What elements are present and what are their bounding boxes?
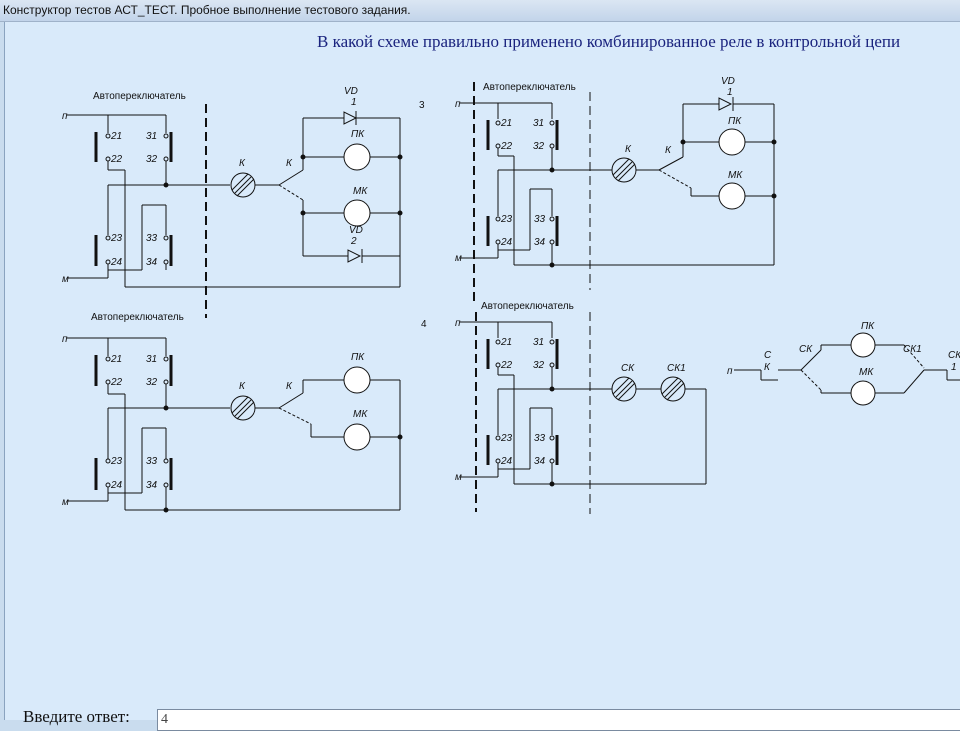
fragment-sk-label: СК xyxy=(799,344,813,355)
scheme-3: 3 Автопереключатель п м 21 22 31 32 23 2… xyxy=(419,76,777,304)
relay-sk-label: СК xyxy=(621,363,635,374)
contact-k-label-1: К xyxy=(286,158,293,169)
diode-vd2-num: 2 xyxy=(350,236,357,247)
contact-31-label-4: 31 xyxy=(533,337,544,348)
fragment-bus-p: п xyxy=(727,366,733,377)
test-content-area: В какой схеме правильно применено комбин… xyxy=(4,22,960,731)
scheme-4: 4 Автопереключатель п м 21 22 31 32 23 2… xyxy=(421,301,707,514)
answer-label: Введите ответ: xyxy=(23,707,130,726)
question-text: В какой схеме правильно применено комбин… xyxy=(317,32,901,51)
contact-23-label-2: 23 xyxy=(110,456,123,467)
fragment-mk-label: МК xyxy=(859,367,874,378)
autoswitch-label-4: Автопереключатель xyxy=(481,301,574,312)
contact-23-label: 23 xyxy=(110,233,123,244)
fragment-sk1b-label: СК xyxy=(948,350,960,361)
scheme-fragment-sk: п С К СК ПК МК СК1 СК 1 xyxy=(727,321,960,406)
contact-34-label: 34 xyxy=(146,257,158,268)
contact-32-label-4: 32 xyxy=(533,360,545,371)
contact-34-label-3: 34 xyxy=(534,237,546,248)
scheme-1: Автопереключатель п м 21 22 31 32 23 24 xyxy=(62,86,403,318)
relay-k-label-3: К xyxy=(625,144,632,155)
diode-vd1-label-3: VD xyxy=(721,76,735,87)
scheme-number-3: 3 xyxy=(419,100,425,111)
contact-21-label-3: 21 xyxy=(500,118,512,129)
contact-22-label-2: 22 xyxy=(110,377,123,388)
contact-33-label: 33 xyxy=(146,233,158,244)
contact-24-label-3: 24 xyxy=(500,237,513,248)
contact-21-label: 21 xyxy=(110,131,122,142)
title-bar: Конструктор тестов АСТ_ТЕСТ. Пробное вып… xyxy=(0,0,960,22)
contact-k-label-3: К xyxy=(665,145,672,156)
relay-k-label-1: К xyxy=(239,158,246,169)
contact-22-label: 22 xyxy=(110,154,123,165)
contact-22-label-3: 22 xyxy=(500,141,513,152)
coil-pk-label-2: ПК xyxy=(351,352,365,363)
contact-24-label: 24 xyxy=(110,257,123,268)
bus-m-label-1: м xyxy=(62,274,69,285)
diode-vd1-label: VD xyxy=(344,86,358,97)
contact-22-label-4: 22 xyxy=(500,360,513,371)
diode-vd2-label: VD xyxy=(349,225,363,236)
bus-p-label-2: п xyxy=(62,334,68,345)
relay-sk1-label: СК1 xyxy=(667,363,686,374)
contact-33-label-2: 33 xyxy=(146,456,158,467)
contact-23-label-4: 23 xyxy=(500,433,513,444)
coil-pk-label-1: ПК xyxy=(351,129,365,140)
contact-31-label: 31 xyxy=(146,131,157,142)
fragment-pk-label: ПК xyxy=(861,321,875,332)
contact-32-label-3: 32 xyxy=(533,141,545,152)
coil-mk-label-3: МК xyxy=(728,170,743,181)
coil-mk-label-2: МК xyxy=(353,409,368,420)
contact-32-label: 32 xyxy=(146,154,158,165)
diode-vd1-num-3: 1 xyxy=(727,87,733,98)
contact-33-label-4: 33 xyxy=(534,433,546,444)
autoswitch-label-3: Автопереключатель xyxy=(483,82,576,93)
contact-33-label-3: 33 xyxy=(534,214,546,225)
contact-k-label-2: К xyxy=(286,381,293,392)
relay-k-label-2: К xyxy=(239,381,246,392)
fragment-k-label: К xyxy=(764,362,771,373)
autoswitch-label-2: Автопереключатель xyxy=(91,312,184,323)
contact-24-label-2: 24 xyxy=(110,480,123,491)
scheme-2: Автопереключатель п м 21 22 31 32 23 24 … xyxy=(62,312,403,513)
fragment-c-label: С xyxy=(764,350,772,361)
bus-p-label-1: п xyxy=(62,111,68,122)
contact-24-label-4: 24 xyxy=(500,456,513,467)
bus-p-label-4: п xyxy=(455,318,461,329)
fragment-sk1-label: СК1 xyxy=(903,344,922,355)
diode-vd1-num: 1 xyxy=(351,97,357,108)
contact-31-label-3: 31 xyxy=(533,118,544,129)
contact-34-label-4: 34 xyxy=(534,456,546,467)
circuit-diagrams: Автопереключатель п м 21 22 31 32 23 24 xyxy=(62,76,960,514)
bus-m-label-2: м xyxy=(62,497,69,508)
bus-p-label-3: п xyxy=(455,99,461,110)
autoswitch-label-1: Автопереключатель xyxy=(93,91,186,102)
contact-23-label-3: 23 xyxy=(500,214,513,225)
contact-21-label-2: 21 xyxy=(110,354,122,365)
answer-input[interactable] xyxy=(157,709,960,731)
window-title: Конструктор тестов АСТ_ТЕСТ. Пробное вып… xyxy=(3,3,411,17)
contact-32-label-2: 32 xyxy=(146,377,158,388)
scheme-number-4: 4 xyxy=(421,319,427,330)
contact-31-label-2: 31 xyxy=(146,354,157,365)
coil-pk-label-3: ПК xyxy=(728,116,742,127)
coil-mk-label-1: МК xyxy=(353,186,368,197)
contact-34-label-2: 34 xyxy=(146,480,158,491)
fragment-sk1b-num: 1 xyxy=(951,362,957,373)
contact-21-label-4: 21 xyxy=(500,337,512,348)
bus-m-label-4: м xyxy=(455,472,462,483)
bus-m-label-3: м xyxy=(455,253,462,264)
